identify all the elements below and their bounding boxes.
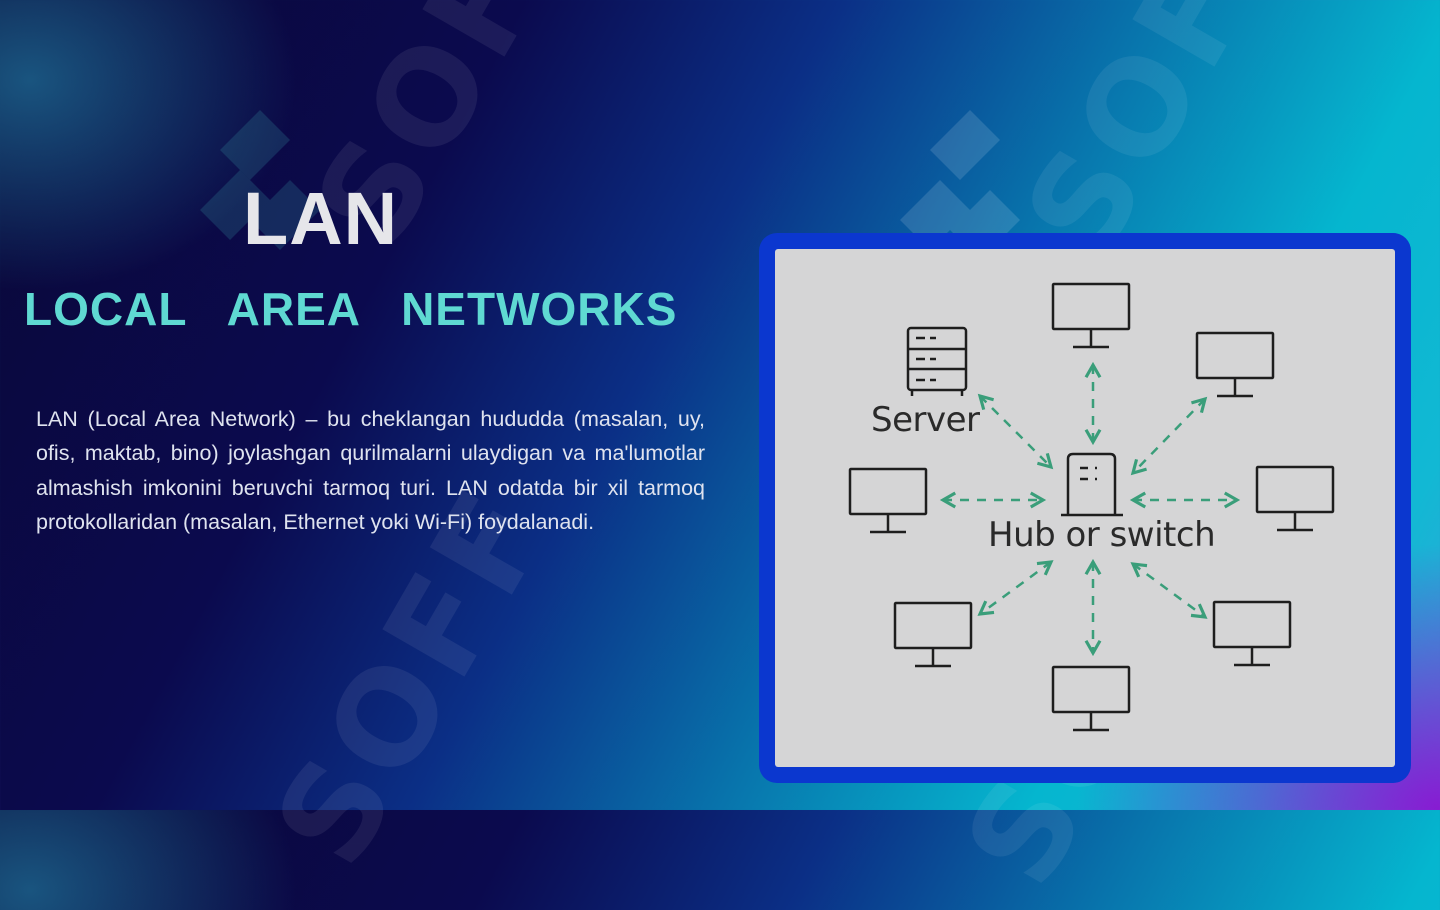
hub-switch-label: Hub or switch bbox=[988, 515, 1216, 555]
computer-icon bbox=[893, 601, 973, 668]
description-paragraph: LAN (Local Area Network) – bu cheklangan… bbox=[36, 407, 705, 535]
slide-title: LAN bbox=[243, 177, 399, 260]
computer-icon bbox=[848, 467, 928, 534]
computer-icon bbox=[1051, 665, 1131, 732]
server-label: Server bbox=[871, 400, 980, 440]
server-icon bbox=[906, 326, 968, 396]
computer-icon bbox=[1195, 331, 1275, 398]
computer-icon bbox=[1255, 465, 1335, 532]
computer-icon bbox=[1212, 600, 1292, 667]
connection-arrows bbox=[939, 361, 1241, 657]
computer-icon bbox=[1051, 282, 1131, 349]
slide-subtitle: LOCAL AREA NETWORKS bbox=[24, 283, 678, 335]
hub-switch-icon bbox=[1061, 452, 1123, 517]
lan-diagram: Server Hub or switch bbox=[775, 249, 1395, 767]
